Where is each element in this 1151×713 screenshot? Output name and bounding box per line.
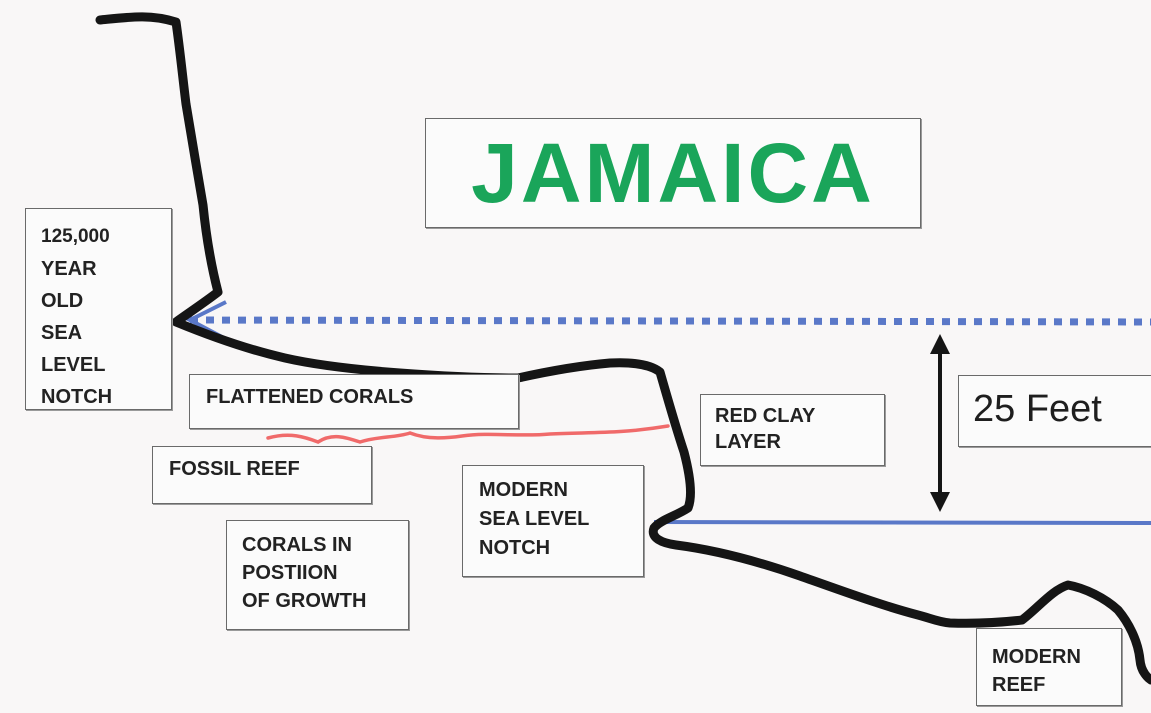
fossil-reef-label: FOSSIL REEF xyxy=(152,446,372,504)
modern-reef-label-line: MODERN xyxy=(992,646,1081,668)
modern-reef-label: MODERN REEF xyxy=(976,628,1122,706)
corals-growth-label-line: POSTIION xyxy=(242,562,338,584)
old-notch-label: 125,000 YEAR OLD SEA LEVEL NOTCH xyxy=(25,208,172,410)
red-clay-line xyxy=(266,424,670,444)
old-notch-label-line: SEA xyxy=(41,322,83,344)
modern-sea-level-line xyxy=(653,520,1151,525)
old-sea-level-line xyxy=(189,316,1151,326)
flattened-corals-label: FLATTENED CORALS xyxy=(189,374,519,429)
red-clay-label: RED CLAY LAYER xyxy=(700,394,885,466)
flattened-corals-text: FLATTENED CORALS xyxy=(206,386,414,408)
corals-growth-label-line: CORALS IN xyxy=(242,534,352,556)
old-notch-label-line: LEVEL xyxy=(41,354,106,376)
fossil-reef-text: FOSSIL REEF xyxy=(169,458,300,480)
red-clay-label-line: LAYER xyxy=(715,431,781,453)
height-difference-label: 25 Feet xyxy=(958,375,1151,447)
coastline-profile xyxy=(95,12,1151,685)
red-clay-label-line: RED CLAY xyxy=(715,405,816,427)
title-box: JAMAICA xyxy=(425,118,921,228)
old-notch-label-line: YEAR xyxy=(41,258,97,280)
modern-notch-label: MODERN SEA LEVEL NOTCH xyxy=(462,465,644,577)
modern-notch-label-line: NOTCH xyxy=(479,537,551,559)
corals-growth-label: CORALS IN POSTIION OF GROWTH xyxy=(226,520,409,630)
old-notch-label-line: NOTCH xyxy=(41,386,113,408)
diagram-title: JAMAICA xyxy=(471,126,875,220)
modern-notch-label-line: SEA LEVEL xyxy=(479,508,590,530)
modern-reef-label-line: REEF xyxy=(992,674,1046,696)
height-difference-text: 25 Feet xyxy=(973,388,1102,430)
old-notch-label-line: 125,000 xyxy=(41,226,110,247)
corals-growth-label-line: OF GROWTH xyxy=(242,590,367,612)
old-notch-label-line: OLD xyxy=(41,290,84,312)
modern-notch-label-line: MODERN xyxy=(479,479,568,501)
